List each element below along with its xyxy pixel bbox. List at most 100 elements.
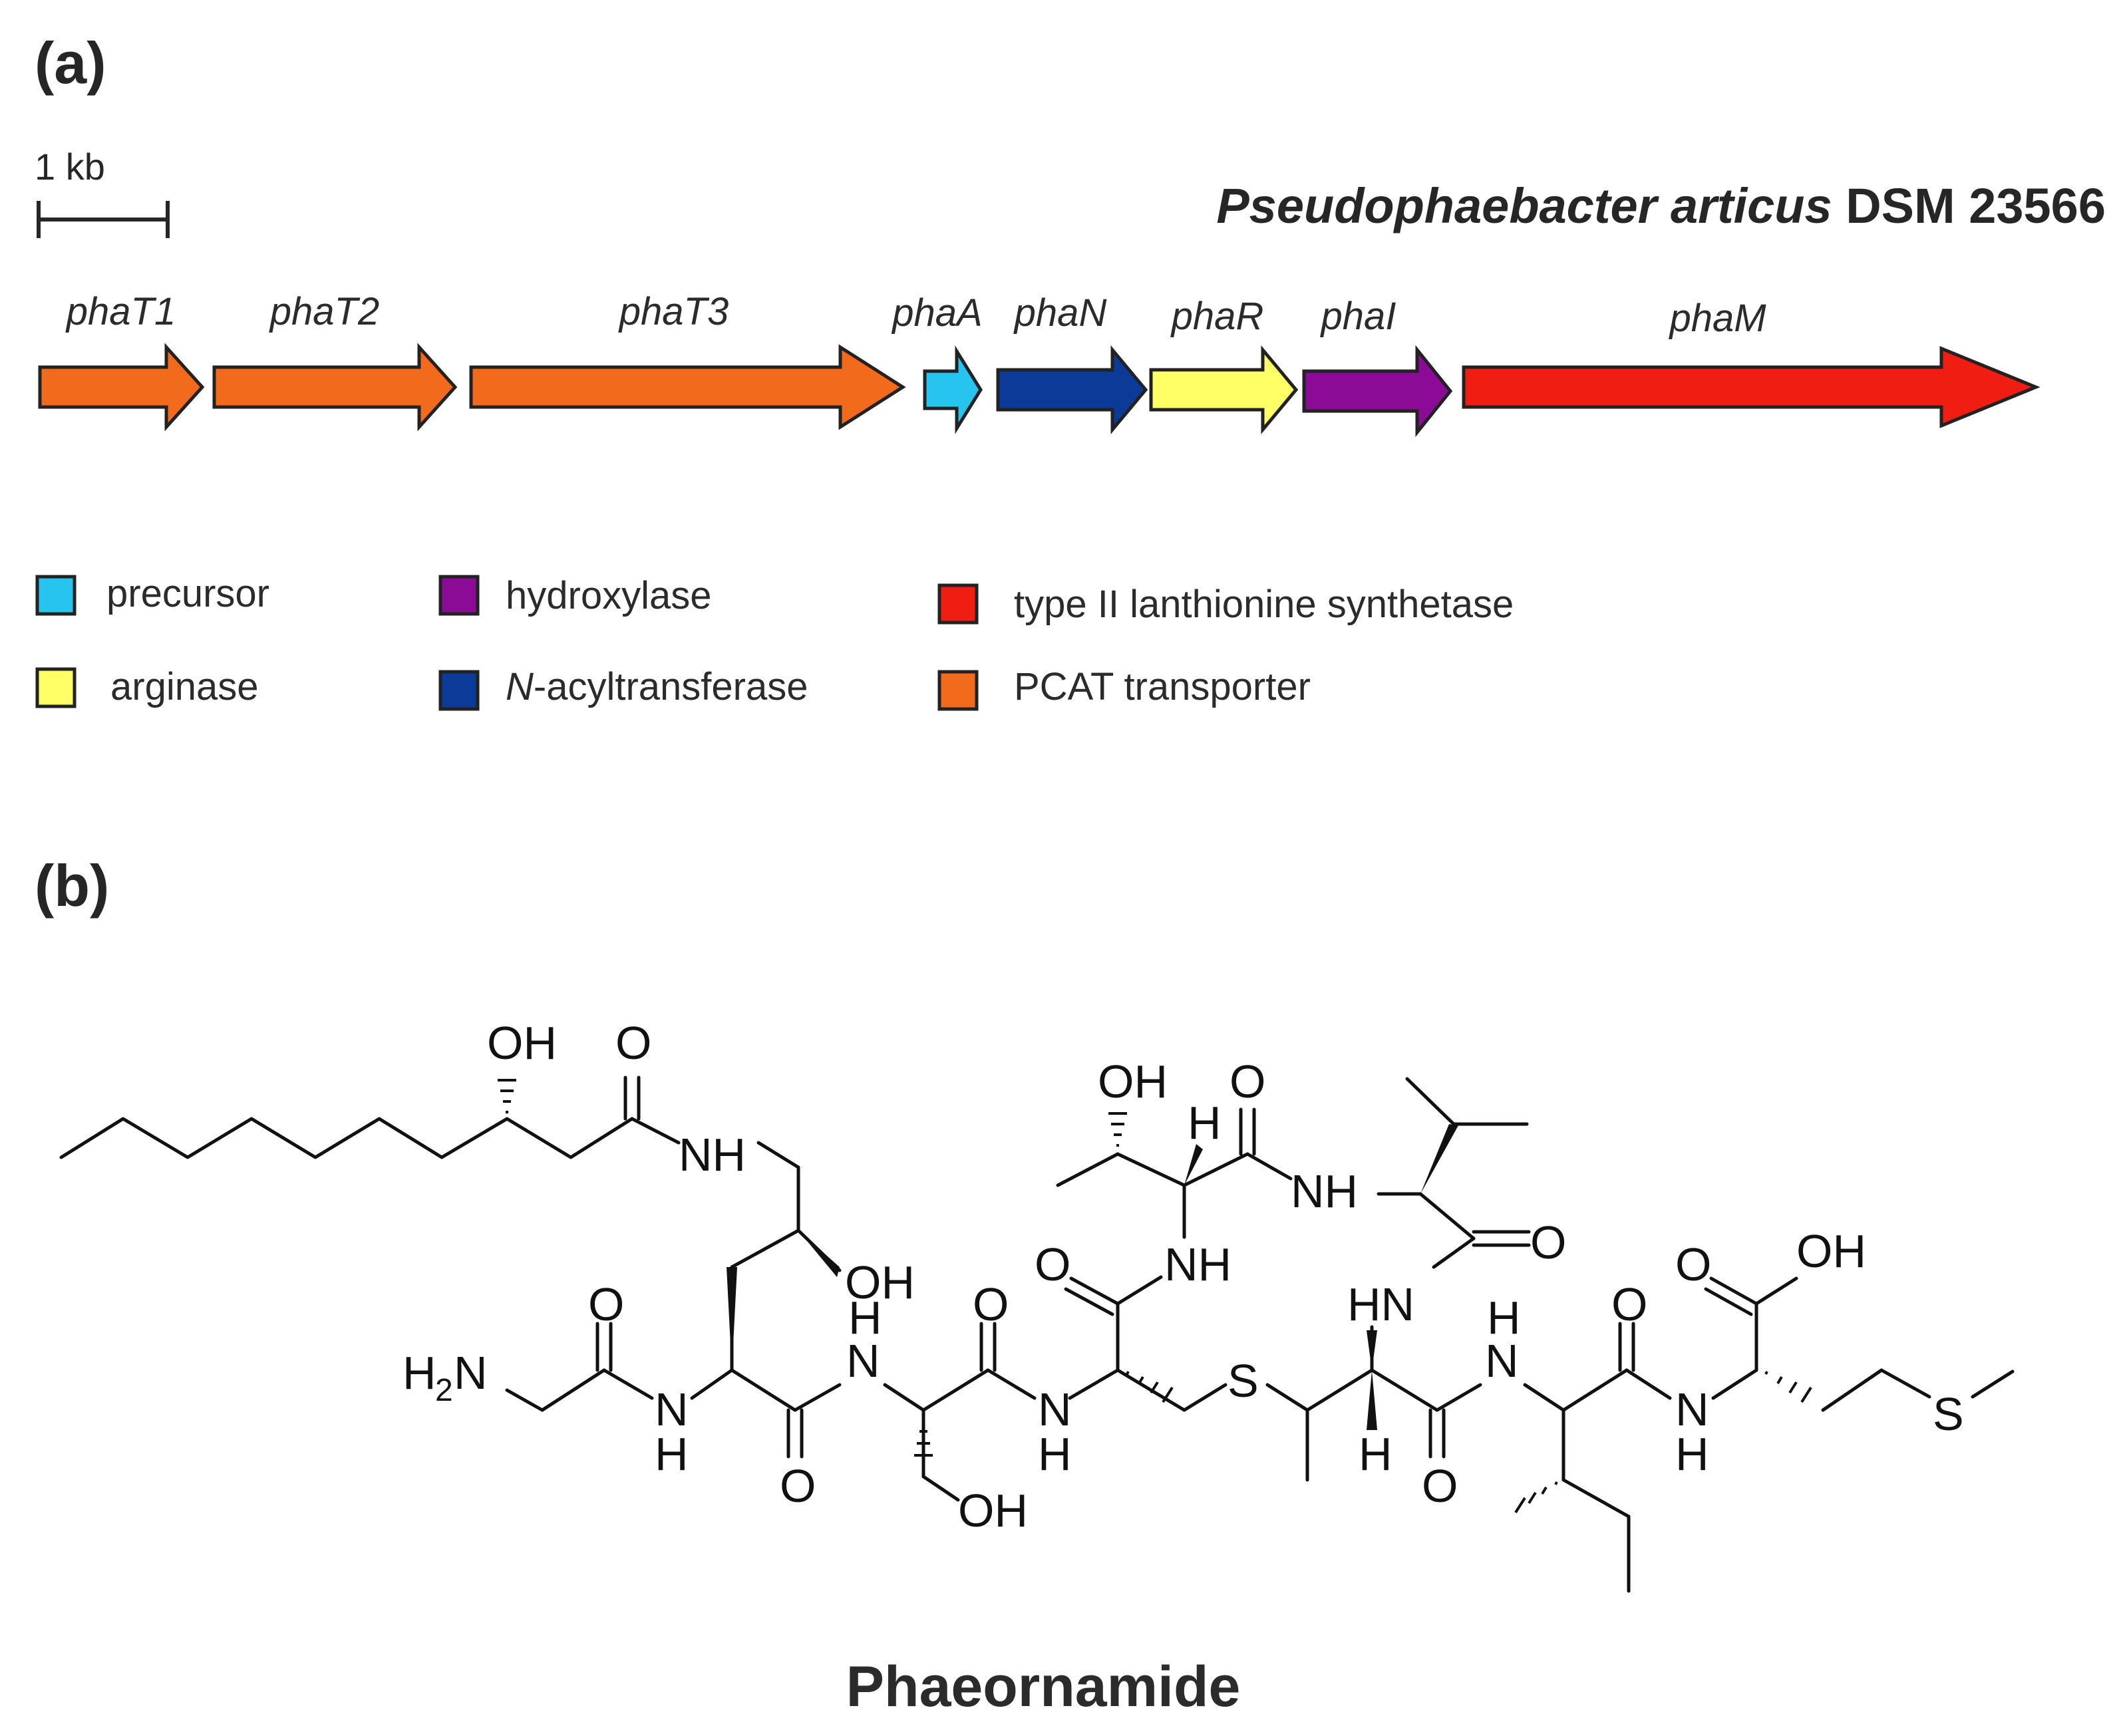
bond-co2-nh: [986, 1368, 1037, 1400]
wedge-hydroxyl: [798, 1230, 840, 1277]
legend-item-n-acyltransferase: N-acyltransferase: [438, 665, 808, 711]
atom-labels: OH O NH OH H 2 N O N H O H N O OH N H O …: [403, 1017, 1964, 1536]
bond-nh-calpha-1: [690, 1368, 734, 1400]
atom-h-ser: H: [848, 1292, 882, 1344]
bond-co3-nh: [1116, 1275, 1163, 1306]
atom-oh-ser: OH: [958, 1485, 1028, 1536]
atom-h-abu: H: [1359, 1428, 1392, 1480]
bond-val-calpha-co: [1418, 1192, 1476, 1240]
gene-label-phaT3: phaT3: [618, 290, 729, 333]
bond-cys-ch2: [1116, 1368, 1186, 1412]
gene-phaN: phaN: [996, 291, 1148, 434]
atom-n-ile: N: [1485, 1335, 1519, 1387]
bond-ile-side-2: [1561, 1478, 1631, 1519]
legend-swatch-arginase: [35, 667, 77, 708]
atom-nh-val: NH: [1291, 1165, 1358, 1217]
legend-swatch-hydroxylase: [438, 575, 480, 616]
gene-arrow-phaM: [1462, 346, 2041, 428]
gene-phaA: phaA: [891, 291, 983, 434]
gene-phaM: phaM: [1462, 297, 2041, 428]
bond-met-s-methyl: [1971, 1370, 2015, 1399]
gene-arrow-phaT2: [212, 343, 458, 432]
wedge-val: [1420, 1124, 1458, 1194]
bond-nh-ch2: [756, 1141, 800, 1169]
bond-co4-nh: [1435, 1383, 1482, 1412]
atom-nh-thr: NH: [1164, 1238, 1231, 1290]
bond-calpha4-co: [1370, 1368, 1439, 1412]
atom-hn-abu: HN: [1347, 1278, 1414, 1330]
chemical-structure: OH O NH OH H 2 N O N H O H N O OH N H O …: [59, 1017, 2015, 1593]
bond-thr-cbeta-methyl: [1056, 1152, 1120, 1187]
hash-wedge-met: [1764, 1371, 1812, 1403]
wedge-ornithine-calpha: [727, 1267, 737, 1370]
scale-bar: 1 kb: [35, 146, 170, 238]
atom-o-acyl: O: [615, 1017, 651, 1069]
bond-met-cooh-oh: [1754, 1276, 1798, 1306]
bond-ile-calpha-co: [1561, 1368, 1629, 1412]
gene-label-phaM: phaM: [1668, 297, 1766, 340]
legend-label-precursor: precursor: [106, 572, 269, 615]
bond-calpha2-co: [921, 1368, 990, 1412]
hash-wedge-ile: [1514, 1481, 1558, 1514]
gene-phaT2: phaT2: [212, 290, 458, 432]
legend-label-n-acyl-prefix: N: [506, 665, 534, 708]
atom-n-gly: N: [655, 1383, 689, 1435]
atom-h-thr: H: [1188, 1097, 1222, 1149]
atom-o-thr: O: [1229, 1056, 1265, 1107]
gene-cluster: phaT1 phaT2 phaT3 phaA phaN phaR phaI p: [38, 290, 2041, 438]
organism-strain: DSM 23566: [1832, 178, 2106, 233]
legend-item-lanthionine-synthetase: type II lanthionine synthetase: [937, 583, 1514, 626]
bond-s-cbeta: [1265, 1383, 1309, 1412]
atom-h-cys: H: [1038, 1428, 1072, 1480]
bond-thr-calpha-co: [1182, 1152, 1249, 1187]
atom-oh-met: OH: [1796, 1225, 1866, 1277]
bond-ch2-s: [1182, 1383, 1227, 1412]
gene-label-phaA: phaA: [891, 291, 982, 335]
bond-met-side-2: [1821, 1368, 1883, 1412]
hash-wedge-cys: [1126, 1371, 1174, 1403]
gene-label-phaR: phaR: [1170, 295, 1264, 338]
bond-met-nh-calpha: [1711, 1368, 1758, 1400]
wedge-abu-h: [1367, 1370, 1377, 1430]
hash-wedge-thr-oh: [1108, 1112, 1127, 1147]
legend-item-hydroxylase: hydroxylase: [438, 574, 711, 617]
atom-nh-acyl: NH: [679, 1129, 746, 1181]
gene-label-phaT1: phaT1: [65, 290, 176, 333]
atom-h-ile: H: [1487, 1292, 1521, 1344]
legend-label-hydroxylase: hydroxylase: [506, 574, 711, 617]
legend-item-pcat-transporter: PCAT transporter: [937, 665, 1311, 711]
gene-arrow-phaA: [923, 345, 983, 434]
organism-species: Pseudophaebacter articus: [1216, 178, 1832, 233]
bond-cbeta-calpha: [1305, 1368, 1374, 1412]
bond-ile-co-nh: [1625, 1368, 1672, 1400]
bond-co1-nh: [793, 1383, 842, 1412]
gene-label-phaN: phaN: [1013, 291, 1107, 335]
bond-val-side-1: [1405, 1077, 1456, 1126]
bond-ile-nh-calpha: [1523, 1383, 1565, 1412]
atom-o-gly: O: [588, 1278, 624, 1330]
gene-arrow-phaI: [1302, 345, 1453, 438]
panel-a-label: (a): [35, 30, 106, 96]
legend-swatch-n-acyltransferase: [438, 670, 480, 711]
gene-arrow-phaT1: [38, 343, 205, 432]
atom-o-met: O: [1675, 1238, 1711, 1290]
atom-o-val: O: [1530, 1217, 1566, 1268]
gene-arrow-phaR: [1149, 345, 1299, 434]
bond-acyl-nh: [630, 1117, 681, 1145]
bond-thr-co-nh: [1245, 1152, 1293, 1181]
legend-label-lanthionine-synthetase: type II lanthionine synthetase: [1014, 583, 1514, 626]
atom-n-met: N: [1675, 1383, 1709, 1435]
structure-bonds: [59, 1076, 2015, 1593]
bond-thr-calpha-cbeta: [1116, 1152, 1186, 1187]
legend-swatch-pcat-transporter: [937, 670, 979, 711]
stereo-bonds: [498, 1079, 1812, 1514]
gene-phaI: phaI: [1302, 295, 1453, 438]
legend-label-pcat-transporter: PCAT transporter: [1014, 665, 1311, 708]
bond-co3-carbonyl-double: [1064, 1287, 1114, 1316]
atom-o-ile: O: [1611, 1278, 1647, 1330]
atom-oh-thr: OH: [1098, 1056, 1168, 1107]
organism-name: Pseudophaebacter articus DSM 23566: [1216, 178, 2106, 233]
atom-oh-ornithine: OH: [845, 1256, 915, 1308]
atom-h2n-h: H: [403, 1347, 436, 1399]
